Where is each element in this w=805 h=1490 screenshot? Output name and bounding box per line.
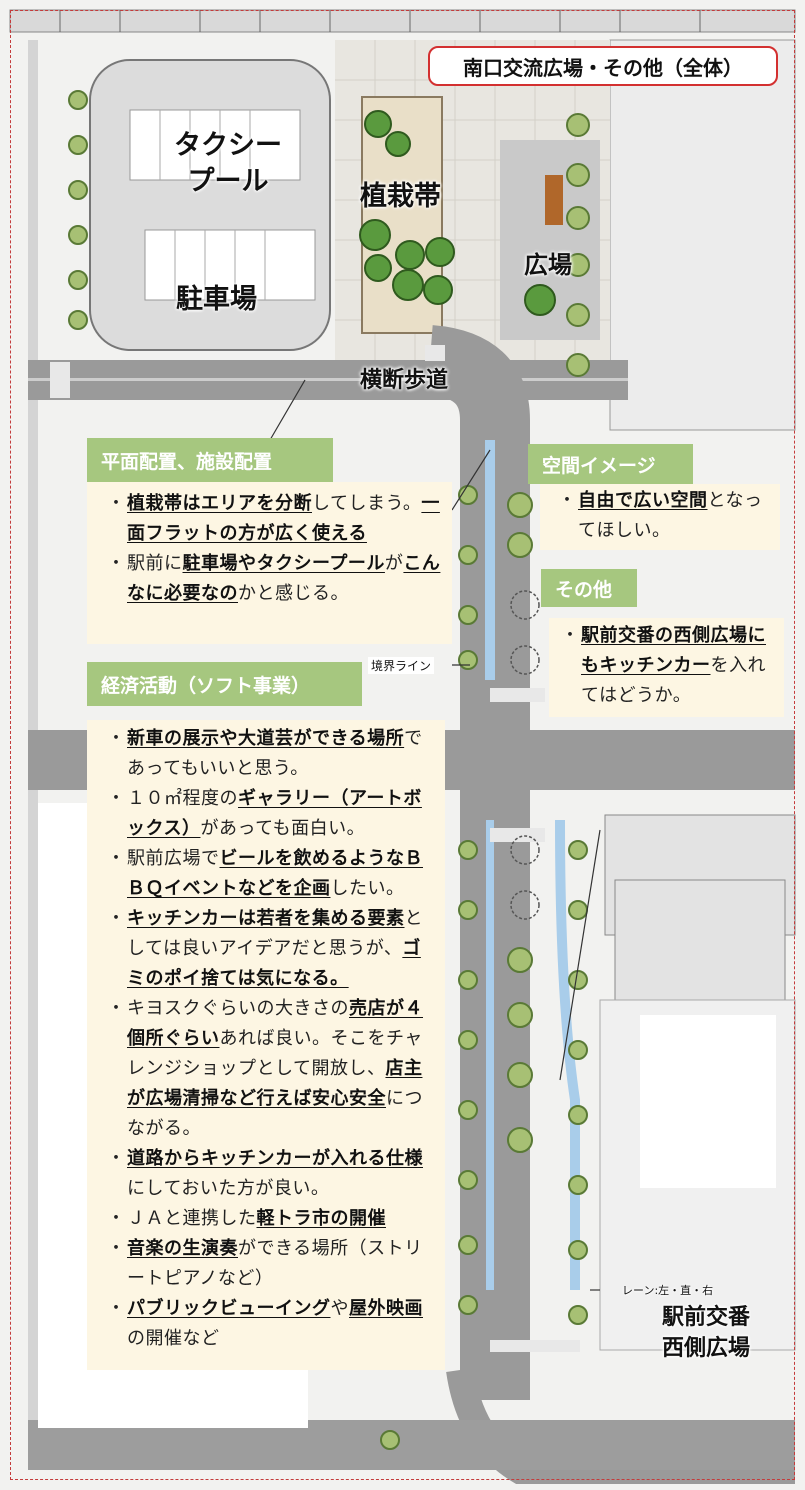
emphasis-text: 道路からキッチンカーが入れる仕様 bbox=[127, 1148, 423, 1169]
emphasis-text: 一面フラットの方が広く使える bbox=[127, 493, 440, 544]
emphasis-text: ビールを飲めるようなＢＢＱイベントなどを企画 bbox=[127, 848, 423, 899]
label-boundary-line: 境界ライン bbox=[368, 657, 435, 674]
tag-economy: 経済活動（ソフト事業） bbox=[87, 662, 362, 706]
note-text: の開催など bbox=[127, 1328, 220, 1349]
note-item: 駅前交番の西側広場にもキッチンカーを入れてはどうか。 bbox=[561, 621, 776, 711]
note-text: ＪＡと連携した bbox=[127, 1208, 257, 1229]
emphasis-text: 駐車場やタクシープール bbox=[182, 553, 385, 574]
note-text: が bbox=[384, 553, 404, 574]
note-item: １０㎡程度のギャラリー（アートボックス）があっても面白い。 bbox=[107, 784, 435, 844]
emphasis-text: 屋外映画 bbox=[349, 1298, 423, 1319]
emphasis-text: 音楽の生演奏 bbox=[127, 1238, 238, 1259]
note-item: キッチンカーは若者を集める要素としては良いアイデアだと思うが、ゴミのポイ捨ては気… bbox=[107, 904, 435, 994]
note-text: 駅前に bbox=[127, 553, 183, 574]
blank-area-right bbox=[640, 1015, 776, 1188]
note-text: キヨスクぐらいの大きさの bbox=[127, 998, 349, 1019]
note-text: を入れてはどうか。 bbox=[581, 655, 766, 706]
note-text: としては良いアイデアだと思うが、 bbox=[127, 908, 423, 959]
note-text: や bbox=[330, 1298, 349, 1319]
emphasis-text: 自由で広い空間 bbox=[578, 490, 708, 511]
note-text: 駅前広場で bbox=[127, 848, 220, 869]
note-item: 駅前広場でビールを飲めるようなＢＢＱイベントなどを企画したい。 bbox=[107, 844, 435, 904]
emphasis-text: 植栽帯はエリアを分断 bbox=[127, 493, 312, 514]
note-other-list: 駅前交番の西側広場にもキッチンカーを入れてはどうか。 bbox=[561, 621, 776, 711]
label-lane: レーン:左・直・右 bbox=[622, 1284, 714, 1297]
note-item: パブリックビューイングや屋外映画の開催など bbox=[107, 1294, 435, 1354]
emphasis-text: こんなに必要なの bbox=[127, 553, 441, 604]
emphasis-text: 軽トラ市の開催 bbox=[256, 1208, 386, 1229]
note-text: となってほしい。 bbox=[578, 490, 763, 541]
emphasis-text: パブリックビューイング bbox=[127, 1298, 331, 1319]
emphasis-text: ゴミのポイ捨ては気になる。 bbox=[127, 938, 421, 989]
emphasis-text: 店主が広場清掃など行えば安心安全 bbox=[127, 1058, 423, 1109]
note-other: 駅前交番の西側広場にもキッチンカーを入れてはどうか。 bbox=[549, 618, 784, 717]
note-economy: 新車の展示や大道芸ができる場所であってもいいと思う。１０㎡程度のギャラリー（アー… bbox=[87, 720, 445, 1370]
note-text: につながる。 bbox=[127, 1088, 423, 1139]
emphasis-text: 駅前交番の西側広場にもキッチンカー bbox=[581, 625, 766, 676]
note-layout: 植栽帯はエリアを分断してしまう。一面フラットの方が広く使える駅前に駐車場やタクシ… bbox=[87, 482, 452, 644]
tag-other: その他 bbox=[541, 569, 637, 607]
note-text: であってもいいと思う。 bbox=[127, 728, 423, 779]
note-layout-list: 植栽帯はエリアを分断してしまう。一面フラットの方が広く使える駅前に駐車場やタクシ… bbox=[107, 489, 442, 609]
note-item: 音楽の生演奏ができる場所（ストリートピアノなど） bbox=[107, 1234, 435, 1294]
note-economy-list: 新車の展示や大道芸ができる場所であってもいいと思う。１０㎡程度のギャラリー（アー… bbox=[107, 724, 435, 1354]
emphasis-text: 売店が４個所ぐらい bbox=[127, 998, 423, 1049]
label-taxi-pool: タクシー プール bbox=[174, 130, 282, 197]
note-text: かと感じる。 bbox=[238, 583, 349, 604]
label-crosswalk: 横断歩道 bbox=[360, 368, 449, 393]
note-item: ＪＡと連携した軽トラ市の開催 bbox=[107, 1204, 435, 1234]
note-item: 植栽帯はエリアを分断してしまう。一面フラットの方が広く使える bbox=[107, 489, 442, 549]
note-space-image-list: 自由で広い空間となってほしい。 bbox=[558, 486, 772, 546]
label-parking: 駐車場 bbox=[176, 284, 257, 315]
note-text: ができる場所（ストリートピアノなど） bbox=[127, 1238, 423, 1289]
note-text: １０㎡程度の bbox=[127, 788, 238, 809]
note-item: 道路からキッチンカーが入れる仕様にしておいた方が良い。 bbox=[107, 1144, 435, 1204]
emphasis-text: 新車の展示や大道芸ができる場所 bbox=[127, 728, 405, 749]
note-text: あれば良い。そこをチャレンジショップとして開放し、 bbox=[127, 1028, 423, 1079]
note-item: 新車の展示や大道芸ができる場所であってもいいと思う。 bbox=[107, 724, 435, 784]
emphasis-text: ギャラリー（アートボックス） bbox=[127, 788, 422, 839]
note-text: にしておいた方が良い。 bbox=[127, 1178, 330, 1199]
note-space-image: 自由で広い空間となってほしい。 bbox=[540, 484, 780, 550]
label-plaza: 広場 bbox=[524, 251, 572, 279]
tag-layout: 平面配置、施設配置 bbox=[87, 438, 333, 482]
note-text: してしまう。 bbox=[312, 493, 422, 514]
emphasis-text: キッチンカーは若者を集める要素 bbox=[127, 908, 405, 929]
page-title: 南口交流広場・その他（全体） bbox=[428, 46, 778, 86]
note-item: 駅前に駐車場やタクシープールがこんなに必要なのかと感じる。 bbox=[107, 549, 442, 609]
note-text: があっても面白い。 bbox=[200, 818, 366, 839]
label-west-plaza: 駅前交番 西側広場 bbox=[661, 1305, 750, 1361]
note-text: したい。 bbox=[330, 878, 405, 899]
note-item: キヨスクぐらいの大きさの売店が４個所ぐらいあれば良い。そこをチャレンジショップと… bbox=[107, 994, 435, 1144]
tag-space-image: 空間イメージ bbox=[528, 444, 693, 484]
label-planting-zone: 植栽帯 bbox=[360, 181, 441, 212]
note-item: 自由で広い空間となってほしい。 bbox=[558, 486, 772, 546]
